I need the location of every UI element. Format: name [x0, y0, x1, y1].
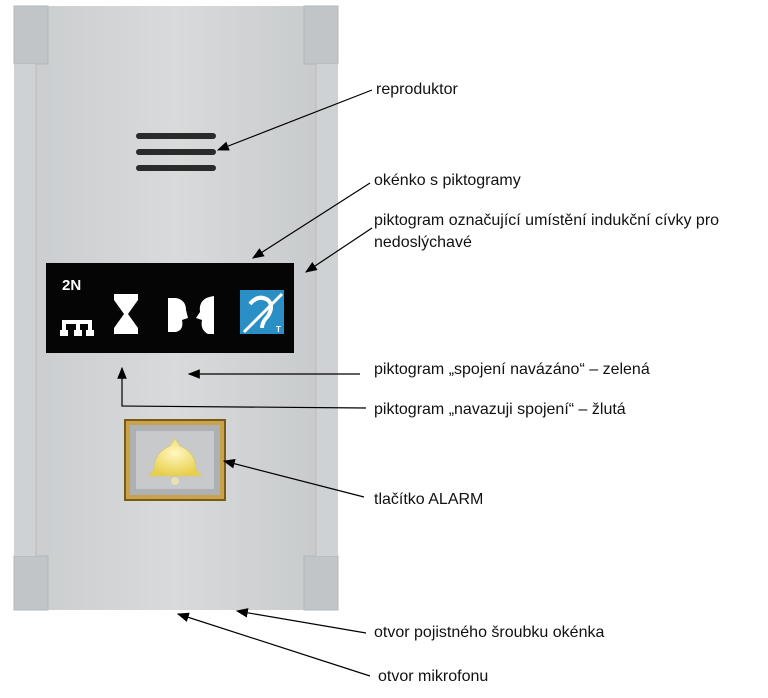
corner-bracket [303, 5, 339, 65]
callout-arrows [117, 89, 373, 677]
corner-bracket [13, 5, 49, 65]
label-connecting: piktogram „navazuji spojení“ – žlutá [374, 401, 626, 418]
brand-logo: 2N [62, 277, 81, 294]
alarm-button[interactable] [124, 419, 226, 501]
svg-text:T: T [276, 325, 281, 334]
label-loop: piktogram označující umístění indukční c… [374, 212, 720, 251]
two-heads-talking-icon [168, 296, 214, 334]
hearing-loop-icon: T [240, 290, 284, 334]
label-alarm: tlačítko ALARM [374, 491, 484, 508]
corner-bracket [13, 555, 49, 611]
label-connected: piktogram „spojení navázáno“ – zelená [374, 361, 650, 378]
side-rail [14, 64, 36, 556]
label-screw: otvor pojistného šroubku okénka [374, 624, 605, 641]
label-speaker: reproduktor [376, 81, 458, 98]
label-microphone: otvor mikrofonu [378, 668, 489, 685]
side-rail [316, 64, 338, 556]
bell-clapper [171, 477, 179, 485]
bell-icon [146, 437, 204, 477]
network-icon [60, 320, 94, 336]
hourglass-icon [114, 294, 138, 334]
corner-bracket [303, 555, 339, 611]
speaker-grille [136, 133, 216, 171]
label-window: okénko s piktogramy [374, 172, 521, 189]
